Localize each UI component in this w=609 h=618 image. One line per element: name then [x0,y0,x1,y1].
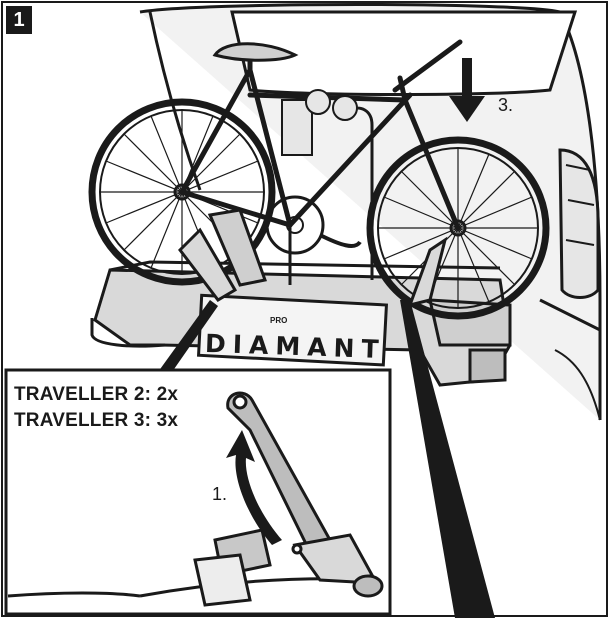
down-arrow-icon [449,58,485,122]
step-label-3: 3. [498,95,514,115]
callout-line-traveller-3: TRAVELLER 3: 3x [14,410,179,431]
frame-holder-arm-icon [178,208,448,308]
callout-pointer [158,300,495,618]
bicycle-icon [88,39,550,320]
step-number-badge: 1 [6,6,32,34]
brand-logo-text: PRO [270,316,288,325]
callout-line-traveller-2: TRAVELLER 2: 2x [14,384,179,405]
curved-arrow-icon [226,430,282,545]
frame-holder-arm-detail-icon [7,391,384,607]
step-label-1: 1. [212,484,228,504]
